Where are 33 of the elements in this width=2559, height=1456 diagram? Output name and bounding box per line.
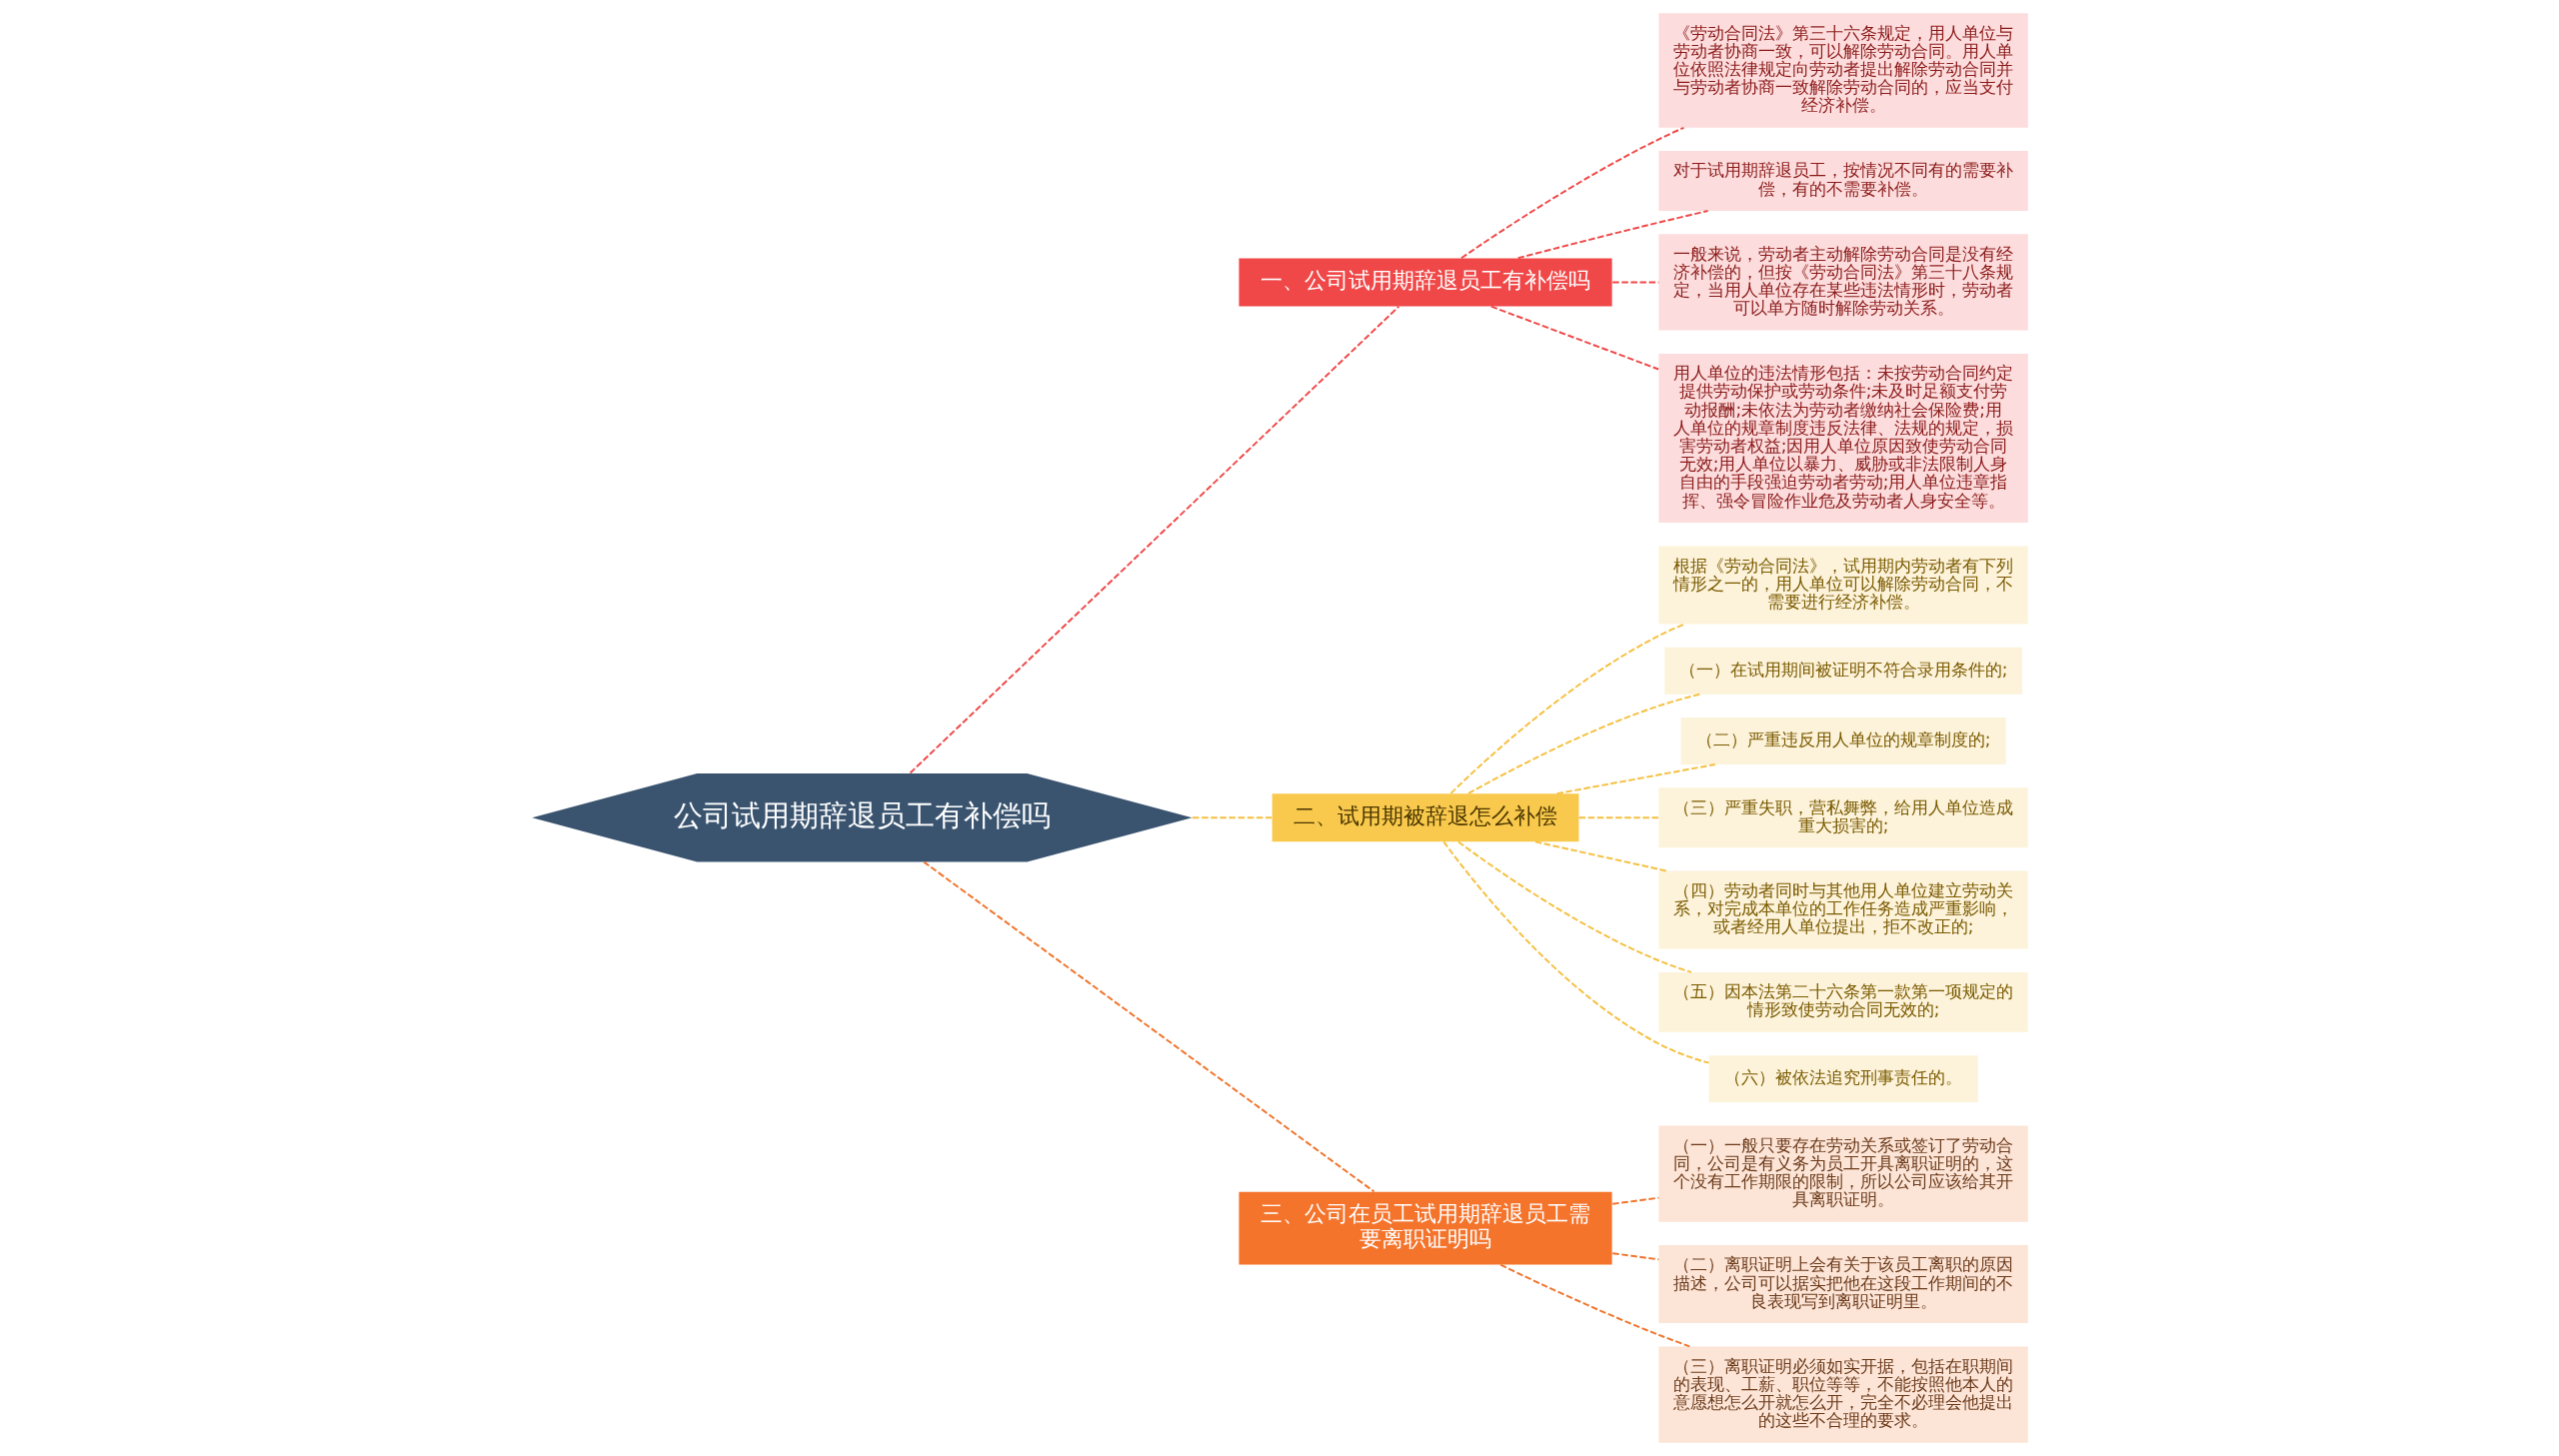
node-box: （三）严重失职，营私舞弊，给用人单位造成重大损害的; xyxy=(1658,787,2028,848)
node-box: 一、公司试用期辞退员工有补偿吗 xyxy=(1238,258,1612,307)
connector xyxy=(1489,305,1659,371)
connector xyxy=(909,305,1399,774)
node-box: （三）离职证明必须如实开据，包括在职期间的表现、工薪、职位等等，不能按照他本人的意愿想怎么开就怎么开，完全不必理会他提出的这些不合理的要求。 xyxy=(1658,1346,2028,1443)
connector xyxy=(1449,623,1685,794)
connector xyxy=(922,860,1375,1193)
connector xyxy=(1577,816,1659,819)
connector xyxy=(1456,840,1692,973)
connector xyxy=(1441,840,1709,1064)
node-box: 对于试用期辞退员工，按情况不同有的需要补偿，有的不需要补偿。 xyxy=(1658,151,2028,211)
connector xyxy=(1610,1252,1659,1261)
node-box: 一般来说，劳动者主动解除劳动合同是没有经济补偿的，但按《劳动合同法》第三十八条规定，当用人单位存在某些违法情形时，劳动者可以单方随时解除劳动关系。 xyxy=(1658,234,2028,331)
node-box: 三、公司在员工试用期辞退员工需要离职证明吗 xyxy=(1238,1191,1612,1265)
connector xyxy=(1459,126,1684,260)
node-box: （二）严重违反用人单位的规章制度的; xyxy=(1680,718,2006,764)
node-box: 根据《劳动合同法》，试用期内劳动者有下列情形之一的，用人单位可以解除劳动合同，不需要进行经济补偿。 xyxy=(1658,546,2028,625)
node-box: （一）在试用期间被证明不符合录用条件的; xyxy=(1663,647,2022,695)
node-box: 《劳动合同法》第三十六条规定，用人单位与劳动者协商一致，可以解除劳动合同。用人单位依照法律规定向劳动者提出解除劳动合同并与劳动者协商一致解除劳动合同的，应当支付经济补偿。 xyxy=(1658,13,2028,128)
node-box: 二、试用期被辞退怎么补偿 xyxy=(1272,793,1578,842)
connector xyxy=(1610,1196,1659,1205)
node-box: （六）被依法追究刑事责任的。 xyxy=(1708,1055,1978,1102)
node-box: （五）因本法第二十六条第一款第一项规定的情形致使劳动合同无效的; xyxy=(1658,972,2028,1032)
connector xyxy=(1533,840,1667,872)
node-box: （二）离职证明上会有关于该员工离职的原因描述，公司可以据实把他在这段工作期间的不良表现写到离职证明里。 xyxy=(1658,1245,2028,1324)
connector xyxy=(1555,763,1716,795)
connector xyxy=(1191,816,1273,819)
connector xyxy=(1498,1263,1690,1348)
node-box: 用人单位的违法情形包括：未按劳动合同约定提供劳动保护或劳动条件;未及时足额支付劳动报酬;未依法为劳动者缴纳社会保险费;用人单位的规章制度违反法律、法规的规定，损害劳动者权益;因用人单位原因致使劳动合同无效;用人单位以暴力、威胁或非法限制人身自由的手段强迫劳动者劳动;用人单位违章指挥、强令冒险作业危及劳动者人身安全等。 xyxy=(1658,354,2028,524)
node-box: （四）劳动者同时与其他用人单位建立劳动关系，对完成本单位的工作任务造成严重影响，或者经用人单位提出，拒不改正的; xyxy=(1658,870,2028,949)
node-box: （一）一般只要存在劳动关系或签订了劳动合同，公司是有义务为员工开具离职证明的，这个没有工作期限的限制，所以公司应该给其开具离职证明。 xyxy=(1658,1125,2028,1222)
connector xyxy=(1516,210,1708,260)
connector xyxy=(1466,693,1700,794)
